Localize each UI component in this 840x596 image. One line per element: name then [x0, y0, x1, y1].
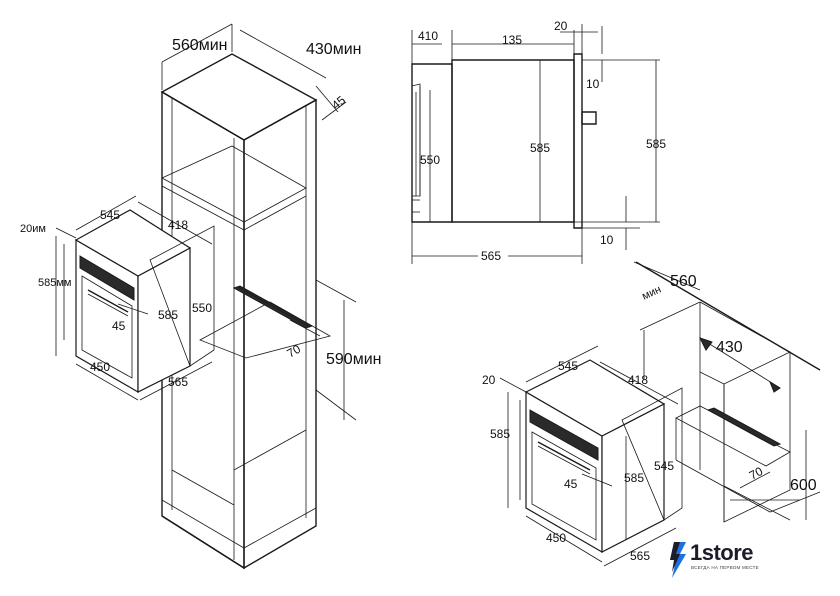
base-width-unit-label: мин: [640, 283, 663, 302]
oven-handle-label: 45: [112, 319, 126, 333]
oven-r-gap-label: 20: [482, 373, 496, 387]
right-oven-dimensions: [499, 345, 679, 567]
oven-r-bottom-width-label: 450: [546, 531, 566, 545]
left-oven-dimensions: [55, 195, 213, 401]
side-labels: 410 135 20 10 550 585 585 10 565: [418, 19, 666, 263]
cabinet-width-label: 560мин: [172, 37, 227, 54]
oven-width-label: 545: [100, 208, 120, 222]
top-gap-label: 20: [554, 19, 568, 33]
left-labels: 560мин 430мин 45 590мин 70 545 418 20им …: [20, 37, 381, 389]
base-width-label: 560: [670, 273, 697, 290]
side-elevation: [411, 53, 597, 229]
body-height-label: 585: [530, 141, 550, 155]
oven-r-height-label: 585: [624, 471, 644, 485]
oven-body-height-label: 550: [192, 301, 212, 315]
side-elevation-dimensions: [411, 24, 660, 264]
right-labels: 560 мин 430 70 600 20 545 418 585 45 585…: [482, 273, 817, 563]
oven-r-body-label: 545: [654, 459, 674, 473]
column-cabinet: [160, 53, 332, 570]
front-width-label: 410: [418, 29, 438, 43]
total-height-label: 585: [646, 137, 666, 151]
body-depth-label: 135: [502, 33, 522, 47]
cabinet-depth-label: 430мин: [306, 41, 361, 58]
niche-vent-label: 70: [285, 342, 304, 361]
brand-tagline: ВСЕГДА НА ПЕРВОМ МЕСТЕ: [691, 565, 759, 570]
oven-r-depth-label: 418: [628, 373, 648, 387]
brand-name: 1store: [690, 540, 754, 565]
niche-height-label: 590мин: [326, 351, 381, 368]
oven-r-bottom-depth-label: 565: [630, 549, 650, 563]
base-depth-label: 430: [716, 339, 743, 356]
oven-bottom-width-label: 450: [90, 360, 110, 374]
brand-logo[interactable]: 1store ВСЕГДА НА ПЕРВОМ МЕСТЕ: [668, 540, 788, 584]
oven-r-handle-label: 45: [564, 477, 578, 491]
right-oven: [524, 359, 683, 554]
oven-front-height-label: 585мм: [38, 277, 71, 289]
oven-r-width-label: 545: [558, 359, 578, 373]
oven-front-gap-label: 20им: [20, 223, 46, 235]
base-height-label: 600: [790, 477, 817, 494]
base-vent-label: 70: [747, 464, 766, 483]
oven-depth-label: 418: [168, 218, 188, 232]
oven-bottom-depth-label: 565: [168, 375, 188, 389]
cabinet-gap-label: 45: [329, 93, 348, 113]
base-cabinet: [635, 261, 821, 523]
oven-height-label: 585: [158, 308, 178, 322]
left-oven: [74, 209, 215, 394]
bottom-offset-label: 10: [600, 233, 614, 247]
oven-r-front-label: 585: [490, 427, 510, 441]
top-offset-label: 10: [586, 77, 600, 91]
base-cabinet-dimensions: [633, 261, 807, 520]
total-depth-label: 565: [481, 249, 501, 263]
column-dimensions: [161, 23, 357, 421]
lightning-bolt-icon: [670, 542, 686, 578]
inner-height-label: 550: [420, 153, 440, 167]
